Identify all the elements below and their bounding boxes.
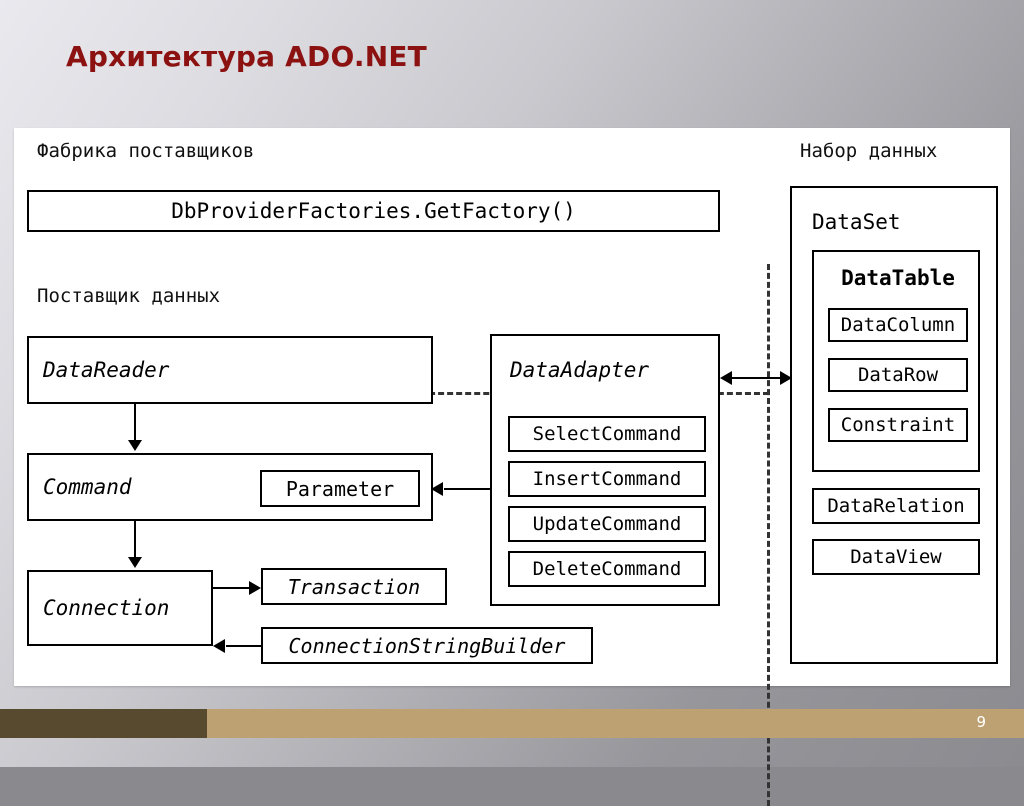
connector-connection-transaction	[213, 587, 251, 589]
box-parameter[interactable]: Parameter	[260, 470, 420, 507]
arrowhead-datareader-command	[128, 440, 142, 451]
box-dataadapter-label: DataAdapter	[510, 358, 650, 382]
section-label-data-provider: Поставщик данных	[37, 285, 221, 307]
arrowhead-dataadapter-to-dataset	[780, 371, 792, 385]
page-number: 9	[976, 713, 986, 731]
box-dataset[interactable]: DataSet DataTable DataColumn DataRow Con…	[790, 186, 998, 664]
arrowhead-command-connection	[128, 557, 142, 568]
connector-datareader-command	[134, 404, 136, 444]
connector-dataadapter-dataset	[730, 377, 792, 379]
connector-dataadapter-command	[444, 488, 492, 490]
box-dataadapter[interactable]: DataAdapter SelectCommand InsertCommand …	[490, 334, 720, 606]
box-datatable-label: DataTable	[841, 266, 955, 290]
footer-dark-bar	[0, 709, 207, 738]
box-datacolumn[interactable]: DataColumn	[828, 308, 968, 342]
box-datatable[interactable]: DataTable DataColumn DataRow Constraint	[812, 250, 980, 472]
box-updatecommand[interactable]: UpdateCommand	[508, 506, 706, 542]
box-connection[interactable]: Connection	[27, 570, 213, 646]
arrowhead-dataset-to-dataadapter	[720, 371, 732, 385]
box-insertcommand[interactable]: InsertCommand	[508, 461, 706, 497]
box-selectcommand[interactable]: SelectCommand	[508, 416, 706, 452]
connector-csb-connection	[226, 645, 264, 647]
section-label-data-set: Набор данных	[800, 140, 938, 162]
arrowhead-dataadapter-command	[431, 482, 443, 496]
section-label-provider-factory: Фабрика поставщиков	[37, 140, 255, 162]
box-connectionstringbuilder[interactable]: ConnectionStringBuilder	[261, 627, 593, 664]
box-datarelation[interactable]: DataRelation	[812, 488, 980, 524]
arrowhead-csb-connection	[213, 639, 225, 653]
box-datareader[interactable]: DataReader	[27, 336, 433, 404]
box-datarow[interactable]: DataRow	[828, 358, 968, 392]
connector-command-connection	[134, 521, 136, 561]
box-dataset-label: DataSet	[812, 210, 901, 234]
box-dbproviderfactories[interactable]: DbProviderFactories.GetFactory()	[27, 190, 720, 232]
arrowhead-connection-transaction	[249, 581, 261, 595]
box-deletecommand[interactable]: DeleteCommand	[508, 551, 706, 587]
box-constraint[interactable]: Constraint	[828, 408, 968, 442]
vertical-dashed-divider	[767, 264, 770, 806]
footer-accent-bar	[207, 709, 1024, 738]
diagram-panel: Фабрика поставщиков Поставщик данных Наб…	[14, 128, 1010, 806]
box-transaction[interactable]: Transaction	[261, 568, 447, 605]
page-title: Архитектура ADO.NET	[66, 40, 427, 73]
slide-title-bar: Архитектура ADO.NET	[0, 0, 1024, 118]
box-dataview[interactable]: DataView	[812, 539, 980, 575]
